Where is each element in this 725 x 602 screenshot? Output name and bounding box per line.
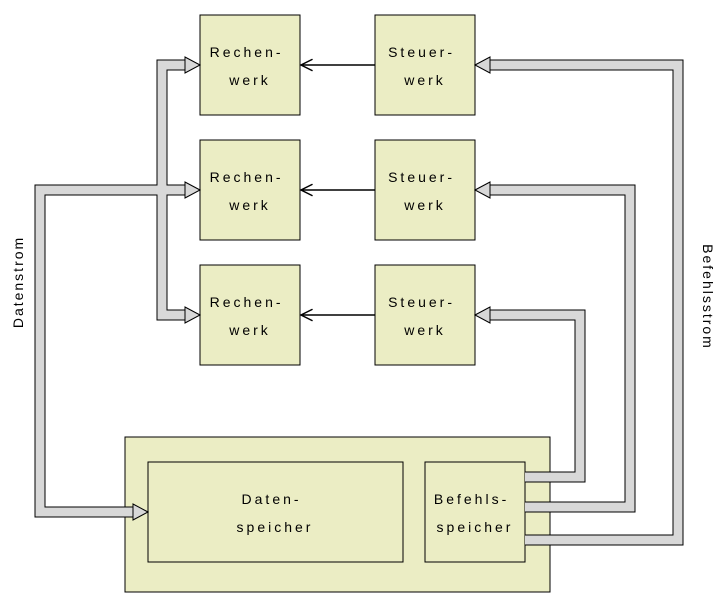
steuerwerk-2-label-line1: Steuer-: [388, 169, 455, 185]
steuerwerk-2-label: Steuer- werk: [388, 169, 462, 213]
datenspeicher-label: Daten- speicher: [237, 491, 314, 535]
rechenwerk-3-label: Rechen- werk: [210, 294, 291, 338]
steuerwerk-2-label-line2: werk: [403, 197, 446, 213]
steuerwerk-3-label-line2: werk: [403, 322, 446, 338]
befehlsspeicher-label-line1: Befehls-: [434, 491, 509, 507]
befehlsspeicher-box: [424, 461, 526, 563]
arrowhead-into-steuerwerk-2: [473, 181, 491, 199]
steuerwerk-3-box: [374, 264, 476, 366]
steuerwerk-3-label-line1: Steuer-: [388, 294, 455, 310]
arrowhead-into-rechenwerk-2: [184, 181, 202, 199]
control-arrowhead-1: [299, 58, 313, 72]
rechenwerk-1-label-line2: werk: [228, 72, 271, 88]
arrowhead-into-rechenwerk-1: [184, 56, 202, 74]
rechenwerk-1-box: [199, 14, 301, 116]
arrowhead-into-rechenwerk-3: [184, 306, 202, 324]
datenspeicher-label-line1: Daten-: [242, 491, 302, 507]
rechenwerk-1-label: Rechen- werk: [210, 44, 291, 88]
steuerwerk-1-label-line2: werk: [403, 72, 446, 88]
rechenwerk-3-label-line2: werk: [228, 322, 271, 338]
rechenwerk-2-box: [199, 139, 301, 241]
befehlsstrom-label: Befehlsstrom: [700, 244, 716, 350]
arrowhead-into-steuerwerk-3: [473, 306, 491, 324]
steuerwerk-1-label-line1: Steuer-: [388, 44, 455, 60]
control-arrowhead-2: [299, 183, 313, 197]
rechenwerk-3-box: [199, 264, 301, 366]
befehlsspeicher-label-line2: speicher: [437, 519, 514, 535]
arrowhead-into-steuerwerk-1: [473, 56, 491, 74]
stream-arrows-core: [35, 60, 683, 545]
steuerwerk-2-box: [374, 139, 476, 241]
datenspeicher-box: [147, 461, 404, 563]
datenstrom-label: Datenstrom: [10, 236, 26, 328]
befehlsspeicher-label: Befehls- speicher: [434, 491, 516, 535]
control-arrowhead-3: [299, 308, 313, 322]
steuerwerk-1-label: Steuer- werk: [388, 44, 462, 88]
rechenwerk-2-label-line1: Rechen-: [210, 169, 284, 185]
rechenwerk-2-label-line2: werk: [228, 197, 271, 213]
datenspeicher-label-line2: speicher: [237, 519, 314, 535]
rechenwerk-3-label-line1: Rechen-: [210, 294, 284, 310]
steuerwerk-1-box: [374, 14, 476, 116]
steuerwerk-3-label: Steuer- werk: [388, 294, 462, 338]
rechenwerk-2-label: Rechen- werk: [210, 169, 291, 213]
rechenwerk-1-label-line1: Rechen-: [210, 44, 284, 60]
arrowhead-into-datenspeicher: [132, 503, 150, 521]
